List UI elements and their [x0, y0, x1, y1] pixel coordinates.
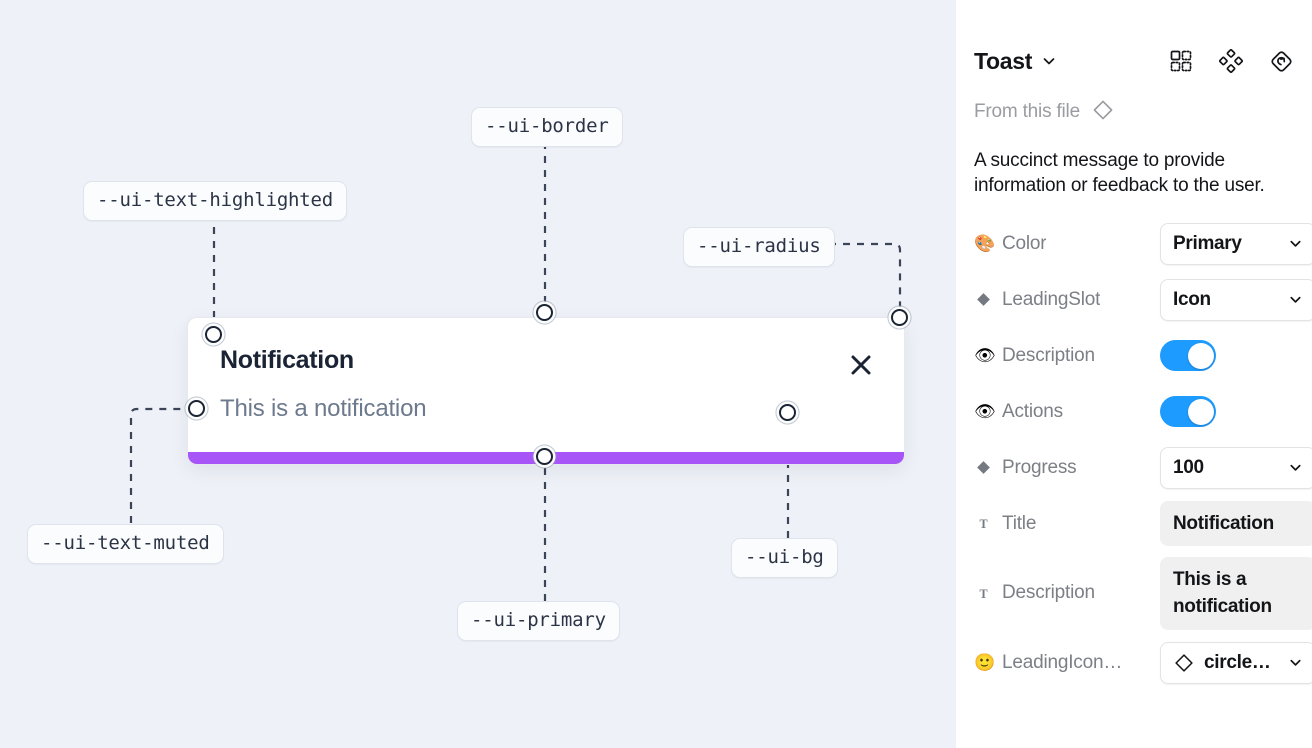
toast-description: This is a notification [220, 395, 427, 422]
property-list: 🎨 Color Primary [974, 221, 1312, 686]
token-label-ui-text-muted[interactable]: --ui-text-muted [27, 524, 224, 564]
diamond-icon [974, 460, 993, 475]
reset-instance-icon[interactable] [1268, 48, 1294, 74]
page-title: Toast [974, 47, 1033, 74]
select-value: 100 [1173, 456, 1204, 478]
select-value: circle… [1204, 651, 1271, 673]
property-row-leading-slot: LeadingSlot Icon [974, 277, 1312, 323]
description-input[interactable]: This is a notification [1160, 556, 1312, 630]
property-label-group: 🎨 Color [974, 233, 1160, 255]
property-label-group: LeadingSlot [974, 289, 1160, 311]
toast-title: Notification [220, 346, 354, 374]
property-label: Description [1002, 582, 1095, 604]
property-label-group: 👁 Description [974, 345, 1160, 367]
token-handle-ui-text-muted[interactable] [188, 400, 205, 417]
property-label-group: T Title [974, 513, 1160, 535]
property-control: Primary [1160, 222, 1312, 265]
wire-ui-text-muted [129, 407, 189, 523]
property-label-group: Progress [974, 457, 1160, 479]
eye-emoji-icon: 👁 [974, 402, 996, 422]
chevron-down-icon [1280, 460, 1303, 475]
diamond-outline-icon [1173, 652, 1195, 674]
from-this-file-row: From this file [974, 98, 1294, 126]
token-handle-ui-border[interactable] [536, 304, 553, 321]
property-label: Description [1002, 344, 1095, 366]
component-grid-icon[interactable] [1168, 48, 1194, 74]
diamond-icon [974, 292, 993, 307]
property-row-actions-toggle: 👁 Actions [974, 389, 1294, 435]
property-label: Color [1002, 232, 1047, 254]
leading-slot-select[interactable]: Icon [1160, 278, 1312, 321]
title-input[interactable]: Notification [1160, 500, 1312, 547]
input-value: This is a notification [1173, 568, 1272, 618]
property-label: Title [1002, 512, 1037, 534]
property-label: Progress [1002, 456, 1077, 478]
toast-component-preview[interactable]: Notification This is a notification [187, 317, 905, 465]
variants-diamond-icon[interactable] [1218, 48, 1244, 74]
chevron-down-icon [1280, 292, 1303, 307]
token-label-ui-bg[interactable]: --ui-bg [731, 538, 838, 578]
property-control: This is a notification [1160, 556, 1312, 630]
diamond-outline-icon [1091, 98, 1115, 127]
property-label: Actions [1002, 400, 1063, 422]
svg-text:T: T [979, 586, 987, 600]
select-value: Primary [1173, 232, 1242, 254]
property-row-description-toggle: 👁 Description [974, 333, 1294, 379]
color-select[interactable]: Primary [1160, 222, 1312, 265]
eye-emoji-icon: 👁 [974, 346, 996, 366]
token-label-ui-text-highlighted[interactable]: --ui-text-highlighted [83, 181, 348, 221]
property-row-leading-icon: 🙂 LeadingIcon… circle… [974, 640, 1312, 686]
property-row-description-text: T Description This is a notification [974, 556, 1312, 630]
close-icon[interactable] [848, 352, 874, 378]
property-control: Notification [1160, 500, 1312, 547]
leading-icon-select[interactable]: circle… [1160, 641, 1312, 684]
select-value: Icon [1173, 288, 1211, 310]
panel-header-icons [1168, 48, 1294, 74]
smiley-emoji-icon: 🙂 [974, 653, 996, 673]
token-handle-ui-text-highlighted[interactable] [205, 326, 222, 343]
property-label-group: 🙂 LeadingIcon… [974, 652, 1160, 674]
progress-select[interactable]: 100 [1160, 446, 1312, 489]
property-label-group: 👁 Actions [974, 401, 1160, 423]
property-row-progress: Progress 100 [974, 445, 1312, 491]
description-toggle[interactable] [1160, 340, 1216, 372]
property-label-group: T Description [974, 582, 1160, 604]
panel-header: Toast [974, 30, 1294, 92]
token-label-ui-primary[interactable]: --ui-primary [457, 601, 620, 641]
svg-text:T: T [979, 517, 987, 531]
input-value: Notification [1173, 512, 1274, 534]
property-row-title: T Title Notification [974, 500, 1312, 547]
token-handle-ui-radius[interactable] [891, 309, 908, 326]
design-canvas[interactable]: --ui-text-highlighted --ui-border --ui-r… [0, 0, 956, 748]
property-row-color: 🎨 Color Primary [974, 221, 1312, 267]
chevron-down-icon[interactable] [1041, 53, 1057, 69]
wire-ui-radius [829, 242, 902, 310]
property-label: LeadingIcon… [1002, 651, 1123, 673]
property-label: LeadingSlot [1002, 288, 1101, 310]
property-control: circle… [1160, 641, 1312, 684]
toggle-knob [1187, 398, 1214, 425]
token-handle-ui-primary[interactable] [536, 448, 553, 465]
property-control [1160, 396, 1294, 428]
property-control [1160, 340, 1294, 372]
token-handle-ui-bg[interactable] [779, 404, 796, 421]
property-control: 100 [1160, 446, 1312, 489]
properties-panel: Toast [956, 0, 1312, 748]
palette-emoji-icon: 🎨 [974, 234, 996, 254]
component-description: A succinct message to provide informatio… [974, 150, 1265, 197]
toggle-knob [1187, 342, 1214, 369]
text-type-icon: T [974, 586, 993, 601]
chevron-down-icon [1280, 655, 1303, 670]
from-this-file-label: From this file [974, 101, 1080, 122]
text-type-icon: T [974, 516, 993, 531]
property-control: Icon [1160, 278, 1312, 321]
token-label-ui-border[interactable]: --ui-border [471, 107, 623, 147]
token-label-ui-radius[interactable]: --ui-radius [683, 227, 835, 267]
actions-toggle[interactable] [1160, 396, 1216, 428]
chevron-down-icon [1280, 236, 1303, 251]
